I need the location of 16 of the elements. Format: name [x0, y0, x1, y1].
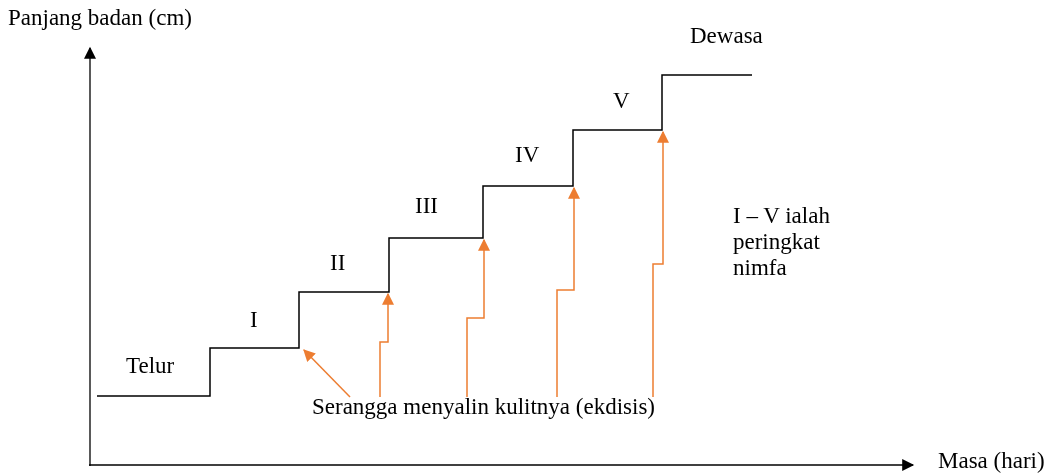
stage-label: II: [330, 250, 346, 276]
stage-label: IV: [515, 142, 540, 168]
callout-text: Serangga menyalin kulitnya (ekdisis): [312, 394, 655, 420]
note: I – V ialah peringkat nimfa: [733, 203, 831, 281]
axis-title: Masa (hari): [938, 448, 1045, 474]
leader-arrow: [379, 292, 394, 398]
stage-label: Dewasa: [690, 23, 763, 49]
leader-arrow: [652, 130, 669, 398]
stage-label: V: [613, 88, 630, 114]
stage-label: III: [415, 193, 438, 219]
stage-label: I: [250, 307, 258, 333]
axis-title: Panjang badan (cm): [8, 5, 192, 31]
stage-label: Telur: [126, 353, 175, 379]
leader-arrow: [556, 186, 580, 398]
leader-arrow: [466, 238, 490, 398]
leader-arrow: [303, 349, 351, 398]
